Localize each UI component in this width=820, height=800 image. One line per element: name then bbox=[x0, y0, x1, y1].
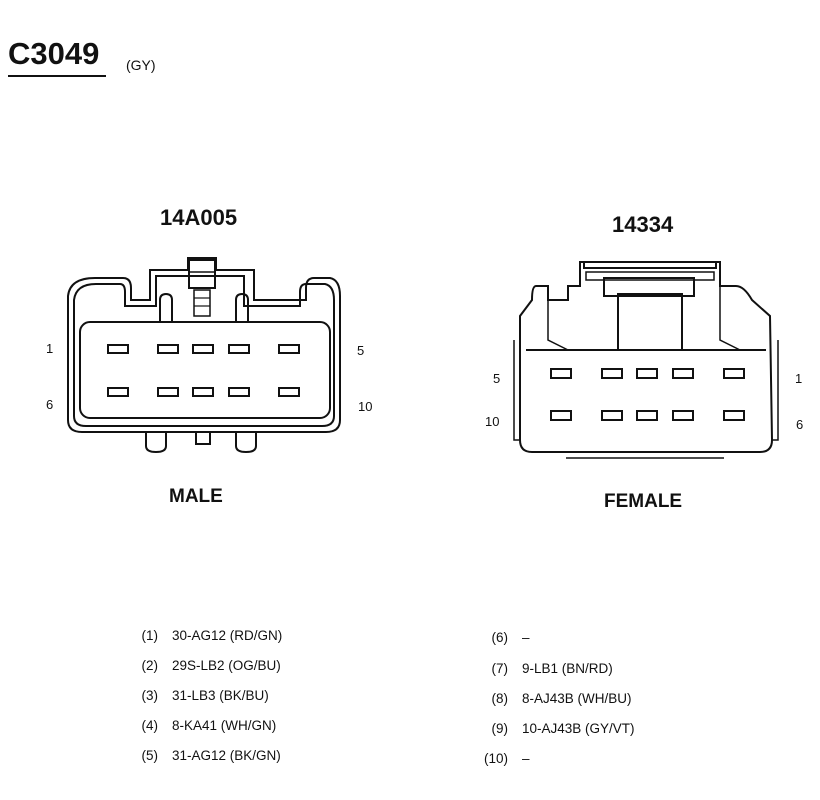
circuit-code: 30-AG12 (RD/GN) bbox=[172, 628, 283, 643]
cavity-number: (2) bbox=[141, 658, 159, 673]
circuit-code: 9-LB1 (BN/RD) bbox=[522, 661, 613, 676]
cavity-number: (3) bbox=[141, 688, 159, 703]
female-pin-10-label: 10 bbox=[485, 414, 500, 429]
male-pin-1-label: 1 bbox=[46, 341, 54, 356]
connector-id: C3049 bbox=[8, 36, 100, 71]
connector-color: (GY) bbox=[126, 57, 156, 73]
pinout-row: (3) 31-LB3 (BK/BU) bbox=[128, 688, 269, 703]
pinout-row: (1) 30-AG12 (RD/GN) bbox=[128, 628, 283, 643]
cavity-number: (5) bbox=[141, 748, 159, 763]
circuit-code: 8-AJ43B (WH/BU) bbox=[522, 691, 632, 706]
pinout-row: (7) 9-LB1 (BN/RD) bbox=[478, 661, 613, 676]
pinout-row: (2) 29S-LB2 (OG/BU) bbox=[128, 658, 281, 673]
circuit-code: – bbox=[522, 630, 530, 645]
circuit-code: – bbox=[522, 751, 530, 766]
male-connector-body bbox=[67, 257, 341, 454]
male-pin-5-label: 5 bbox=[357, 343, 365, 358]
female-pin-6-label: 6 bbox=[796, 417, 804, 432]
male-pin-6-label: 6 bbox=[46, 397, 54, 412]
pinout-row: (8) 8-AJ43B (WH/BU) bbox=[478, 691, 632, 706]
male-pin-10-label: 10 bbox=[358, 399, 373, 414]
cavity-number: (9) bbox=[491, 721, 509, 736]
cavity-number: (6) bbox=[491, 630, 509, 645]
female-terminals bbox=[550, 368, 745, 421]
female-connector-body bbox=[513, 261, 779, 459]
pinout-row: (10)– bbox=[478, 751, 530, 766]
pinout-row: (6)– bbox=[478, 630, 530, 645]
female-pin-1-label: 1 bbox=[795, 371, 803, 386]
pinout-row: (5) 31-AG12 (BK/GN) bbox=[128, 748, 281, 763]
cavity-number: (8) bbox=[491, 691, 509, 706]
female-part-number: 14334 bbox=[612, 212, 674, 237]
pinout-row: (9) 10-AJ43B (GY/VT) bbox=[478, 721, 635, 736]
cavity-number: (10) bbox=[483, 751, 508, 766]
circuit-code: 31-LB3 (BK/BU) bbox=[172, 688, 269, 703]
cavity-number: (1) bbox=[141, 628, 159, 643]
cavity-number: (7) bbox=[491, 661, 509, 676]
circuit-code: 8-KA41 (WH/GN) bbox=[172, 718, 277, 733]
title-underline bbox=[8, 75, 106, 77]
male-terminals bbox=[107, 344, 300, 397]
cavity-number: (4) bbox=[141, 718, 159, 733]
pinout-row: (4) 8-KA41 (WH/GN) bbox=[128, 718, 277, 733]
circuit-code: 10-AJ43B (GY/VT) bbox=[522, 721, 635, 736]
circuit-code: 29S-LB2 (OG/BU) bbox=[172, 658, 281, 673]
male-label: MALE bbox=[169, 486, 223, 507]
circuit-code: 31-AG12 (BK/GN) bbox=[172, 748, 281, 763]
male-part-number: 14A005 bbox=[160, 205, 238, 230]
female-pin-5-label: 5 bbox=[493, 371, 501, 386]
female-label: FEMALE bbox=[604, 491, 683, 512]
